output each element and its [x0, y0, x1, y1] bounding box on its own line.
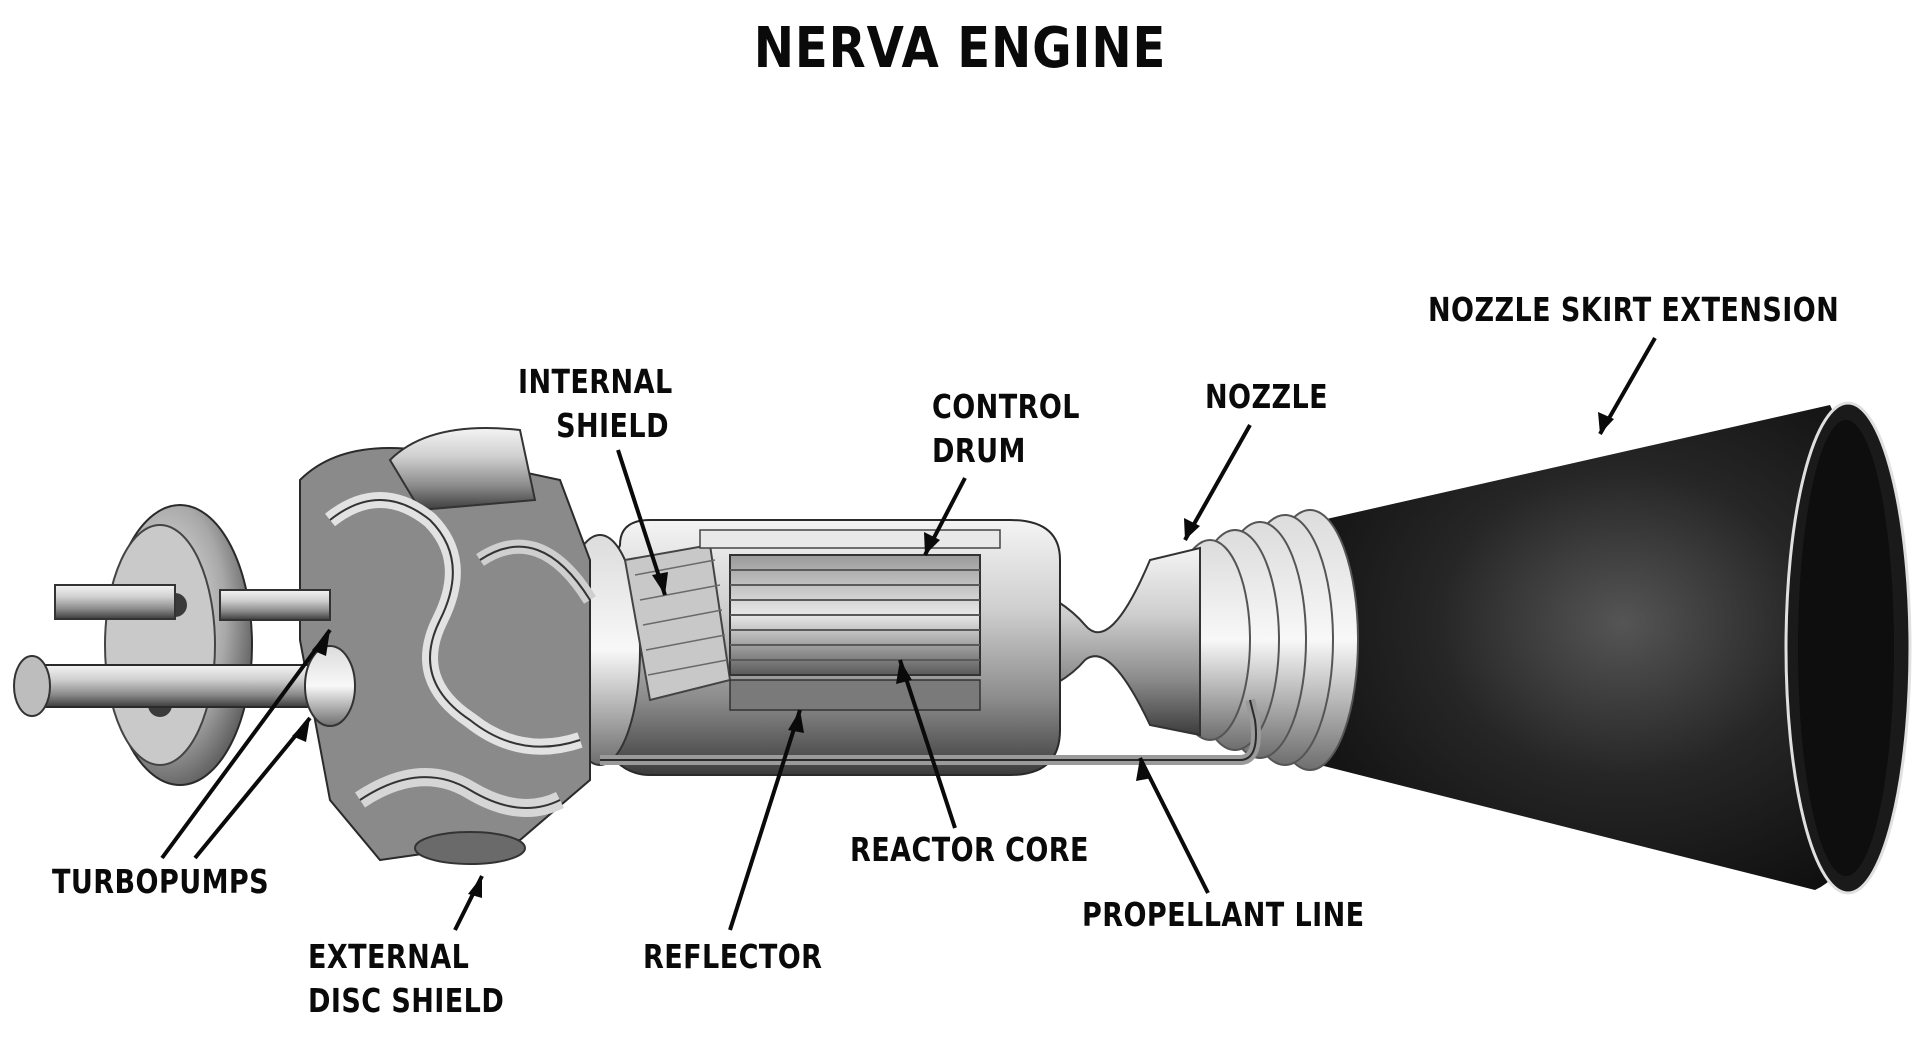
label-nozzle-skirt-extension: NOZZLE SKIRT EXTENSION: [1428, 288, 1839, 332]
label-reflector-text: REFLECTOR: [643, 937, 823, 976]
label-external-disc-shield-line1: EXTERNAL: [308, 937, 470, 976]
turbopump-disc-upper-shape: [54, 504, 331, 786]
label-internal-shield-line2: SHIELD: [556, 406, 669, 445]
label-propellant-line-text: PROPELLANT LINE: [1082, 895, 1365, 934]
nozzle-skirt-extension-shape: [1300, 401, 1912, 895]
label-external-disc-shield: EXTERNAL DISC SHIELD: [308, 935, 504, 1023]
label-propellant-line: PROPELLANT LINE: [1082, 893, 1365, 937]
reactor-core-shape: [729, 554, 981, 711]
nozzle-throat-shape: [999, 546, 1201, 737]
turbopump-assembly-shape: [299, 427, 596, 865]
internal-shield-shape: [623, 543, 732, 702]
label-internal-shield-line1: INTERNAL: [518, 362, 673, 401]
label-nozzle-skirt-extension-text: NOZZLE SKIRT EXTENSION: [1428, 290, 1840, 329]
arrow-heads: [292, 412, 1614, 898]
label-control-drum: CONTROL DRUM: [932, 385, 1080, 473]
label-reactor-core: REACTOR CORE: [850, 828, 1089, 872]
label-control-drum-line2: DRUM: [932, 431, 1026, 470]
label-control-drum-line1: CONTROL: [932, 387, 1080, 426]
label-nozzle-text: NOZZLE: [1205, 377, 1329, 416]
label-nozzle: NOZZLE: [1205, 375, 1328, 419]
label-reactor-core-text: REACTOR CORE: [850, 830, 1089, 869]
control-drum-shape: [699, 529, 1001, 549]
label-external-disc-shield-line2: DISC SHIELD: [308, 981, 505, 1020]
label-internal-shield: INTERNAL SHIELD: [518, 360, 673, 448]
label-reflector: REFLECTOR: [643, 935, 822, 979]
nozzle-rings-shape: [1169, 509, 1359, 771]
page-title: NERVA ENGINE: [753, 16, 1167, 81]
label-turbopumps-text: TURBOPUMPS: [52, 862, 270, 901]
label-turbopumps: TURBOPUMPS: [52, 860, 269, 904]
